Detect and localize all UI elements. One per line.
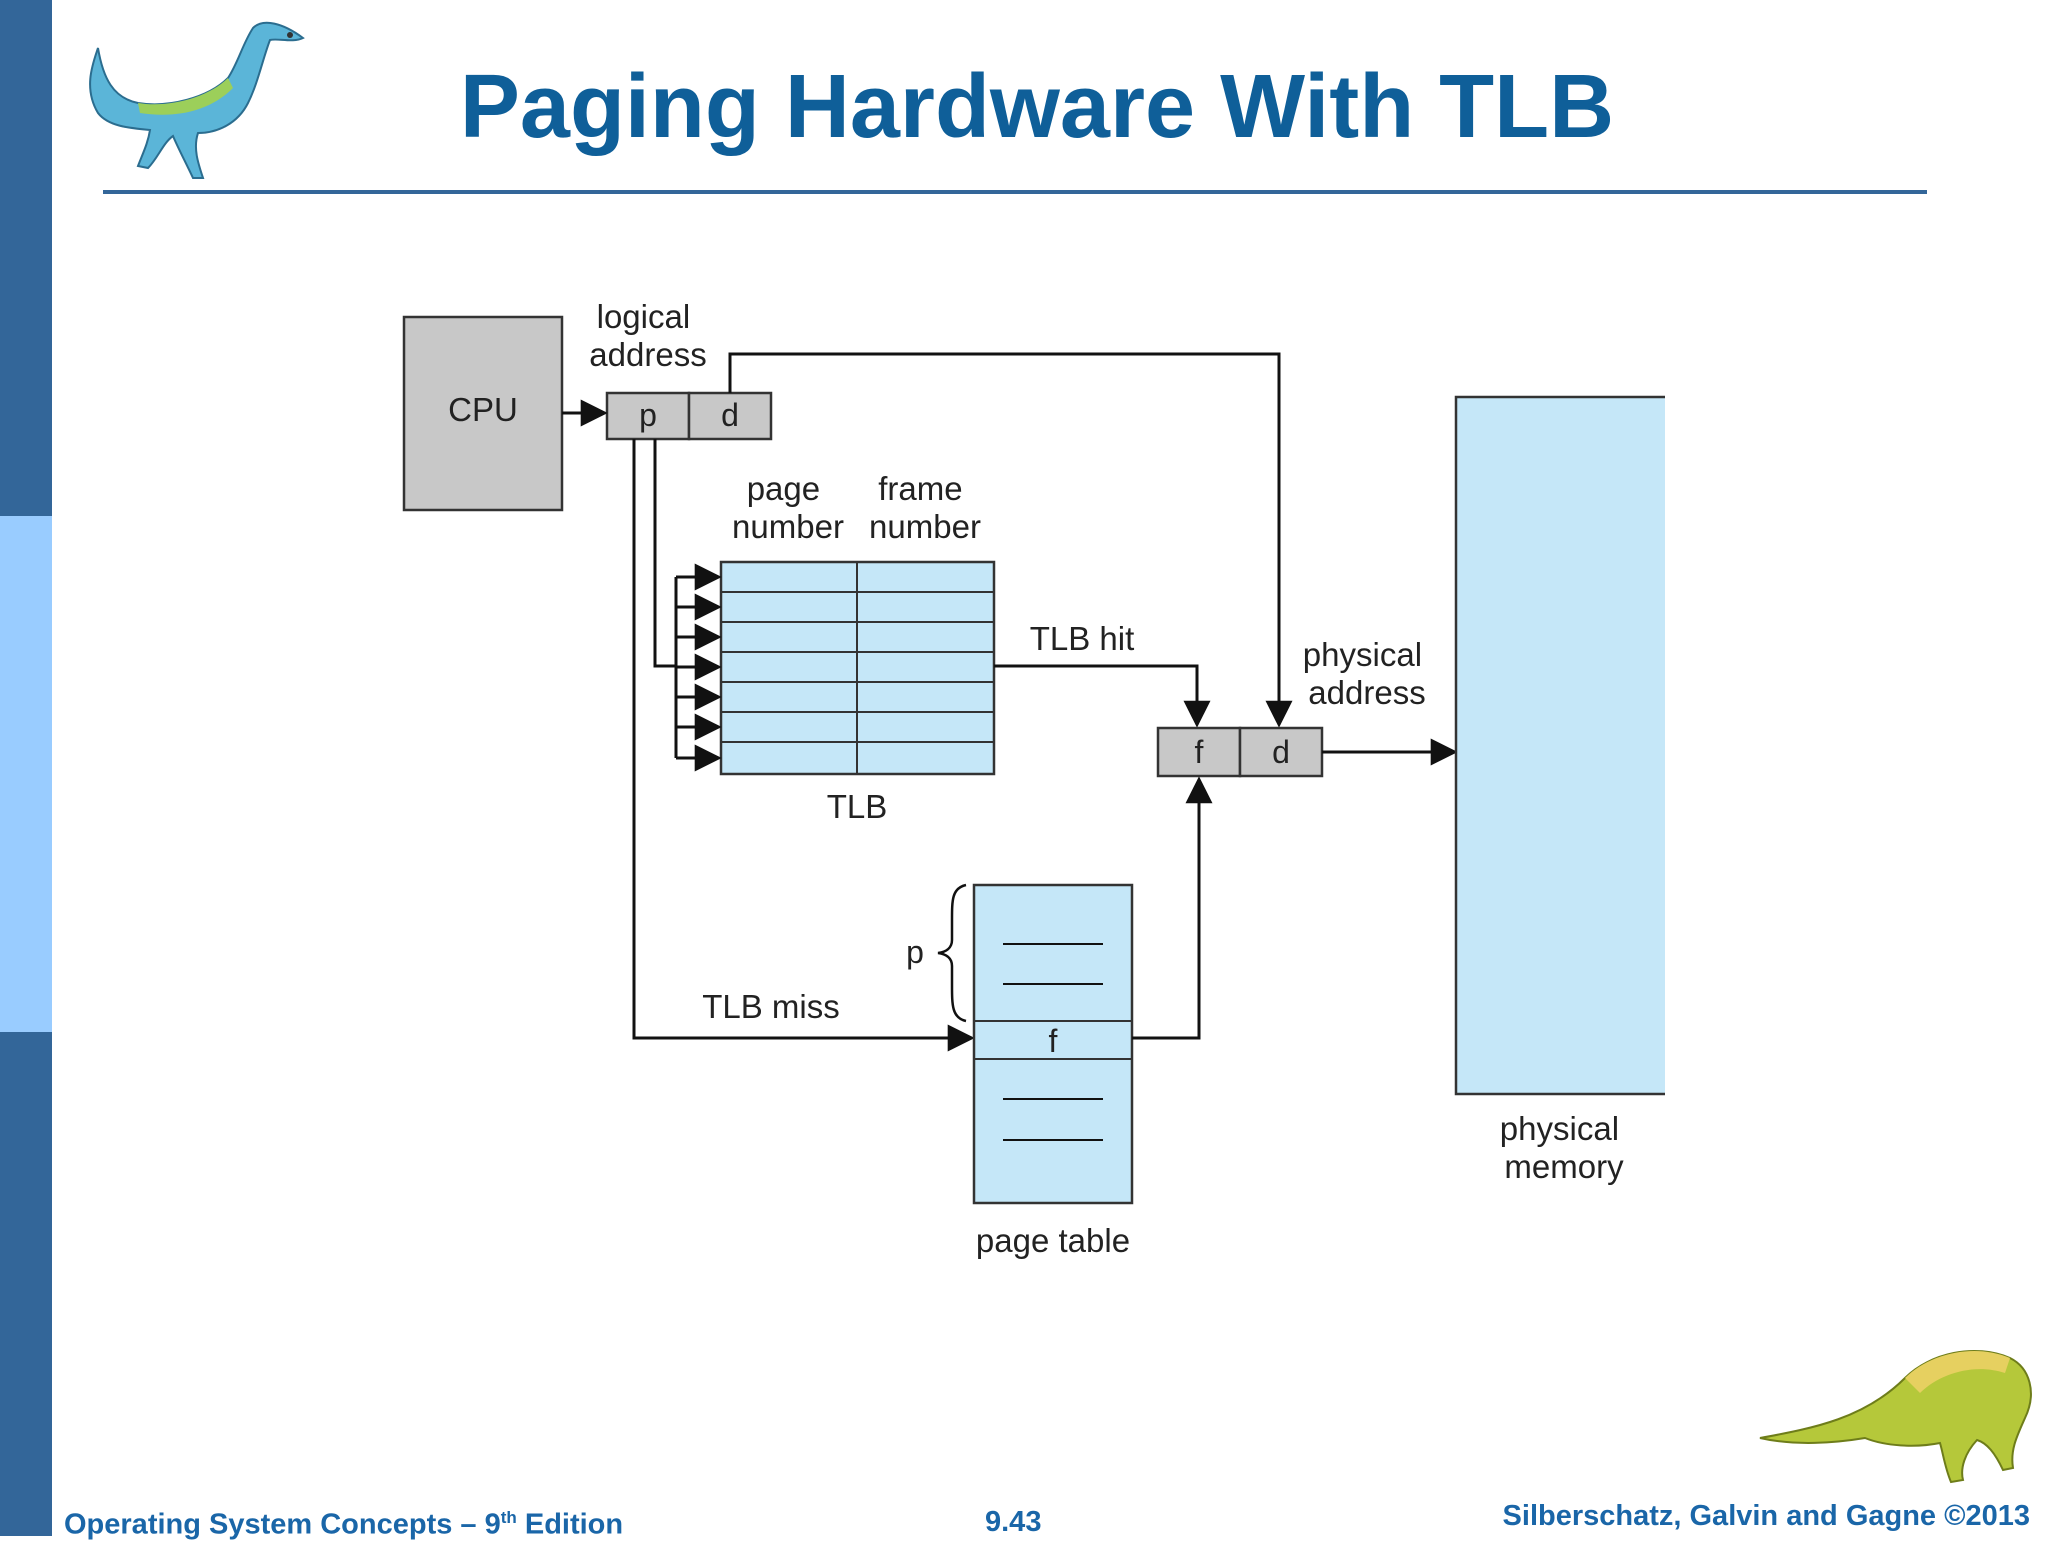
page-table-label: page table [976,1222,1130,1259]
physical-address-d: d [1272,734,1290,770]
tlb-miss-label: TLB miss [702,988,840,1025]
physical-memory-block [1454,395,1665,1096]
logical-address-label: logical address [589,298,706,373]
side-bar-bottom [0,1032,52,1536]
tlb-hit-arrow [994,664,1211,728]
page-table [972,883,1134,1205]
physical-address-label: physical address [1303,636,1431,711]
page-table-f: f [1049,1023,1058,1059]
logical-address-p-cell [605,391,691,441]
page-table-brace [937,883,967,1023]
dinosaur-logo-icon [89,21,305,179]
page-table-frame-arrow [1132,776,1213,1040]
physical-address-d-cell [1238,726,1324,778]
paging-diagram: CPU logical address p d page number fram… [402,298,1665,1259]
side-bar-middle [0,516,52,1032]
page-table-p: p [906,934,924,970]
page-title: Paging Hardware With TLB [459,57,1615,157]
logical-address-line2: address [589,336,706,373]
footer-book-title: Operating System Concepts – 9th Edition [64,1508,624,1541]
tlb-miss-arrow [632,439,975,1052]
physical-memory-label: physical memory [1500,1110,1628,1185]
dinosaur-corner-icon [1759,1350,2032,1484]
footer-authors: Silberschatz, Galvin and Gagne ©2013 [1502,1500,2030,1532]
physical-address-f-cell [1156,726,1242,778]
logical-address-line1: logical [597,298,691,335]
offset-d-arrow [728,352,1293,728]
tlb-search-arrows [653,439,722,772]
logical-address-d-cell [687,391,773,441]
tlb-label: TLB [827,788,888,825]
tlb-page-number-header: page number [732,470,844,545]
logical-address-p: p [639,397,657,433]
title-divider [103,190,1927,194]
logical-address-d: d [721,397,739,433]
cpu-label: CPU [448,391,518,428]
tlb-hit-label: TLB hit [1030,620,1135,657]
footer-page-number: 9.43 [985,1506,1042,1538]
physical-address-f: f [1195,734,1204,770]
side-bar-top [0,0,52,516]
tlb-table [719,560,996,776]
tlb-frame-number-header: frame number [869,470,981,545]
